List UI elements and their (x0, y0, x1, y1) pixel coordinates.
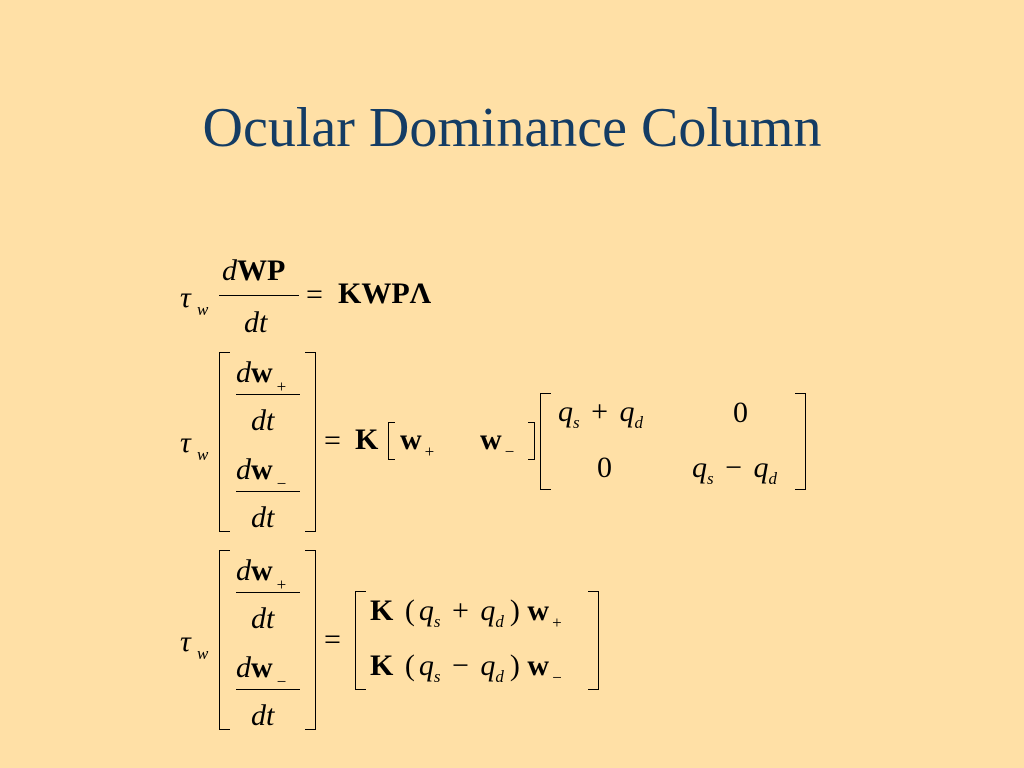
result-vector-left-bracket (355, 591, 366, 690)
fraction-bar (236, 689, 300, 690)
derivative-w-plus-numerator: dw+ (236, 356, 287, 396)
result-vector-right-bracket (588, 591, 599, 690)
fraction-bar (236, 491, 300, 492)
result-row-2: K (qs − qd) w− (370, 649, 562, 687)
fraction-numerator: dWP (222, 254, 286, 287)
fraction-bar (236, 394, 300, 395)
tau-subscript: w (197, 445, 209, 464)
slide-title: Ocular Dominance Column (202, 97, 822, 159)
fraction-denominator: dt (251, 602, 275, 635)
matrix-entry-11: qs + qd (558, 395, 644, 432)
result-row-1: K (qs + qd) w+ (370, 594, 562, 632)
fraction-denominator: dt (244, 306, 268, 339)
equals-sign: = (306, 278, 323, 311)
fraction-denominator: dt (251, 501, 275, 534)
tau-symbol: τ (180, 281, 191, 314)
rhs-expression: KWPΛ (338, 277, 432, 310)
lambda-matrix-right-bracket (795, 393, 806, 490)
row-vector-left-bracket (388, 422, 395, 460)
fraction-bar (219, 295, 299, 296)
tau-symbol: τ (180, 625, 191, 658)
equals-sign: = (324, 424, 341, 457)
derivative-w-plus-numerator: dw+ (236, 554, 287, 594)
matrix-entry-22: qs − qd (692, 451, 778, 488)
tau-subscript: w (197, 644, 209, 663)
k-matrix: K (355, 423, 379, 456)
lambda-matrix-left-bracket (540, 393, 551, 490)
w-plus: w+ (400, 423, 435, 461)
left-bracket (219, 352, 230, 532)
derivative-w-minus-numerator: dw− (236, 651, 287, 691)
matrix-entry-12: 0 (733, 396, 748, 429)
right-bracket (305, 352, 316, 532)
right-bracket (305, 550, 316, 730)
fraction-bar (236, 592, 300, 593)
matrix-entry-21: 0 (597, 451, 612, 484)
derivative-w-minus-numerator: dw− (236, 453, 287, 493)
tau-symbol: τ (180, 426, 191, 459)
row-vector-right-bracket (528, 422, 535, 460)
left-bracket (219, 550, 230, 730)
fraction-denominator: dt (251, 404, 275, 437)
w-minus: w− (480, 423, 515, 461)
fraction-denominator: dt (251, 699, 275, 732)
tau-subscript: w (197, 300, 209, 319)
equals-sign: = (324, 623, 341, 656)
